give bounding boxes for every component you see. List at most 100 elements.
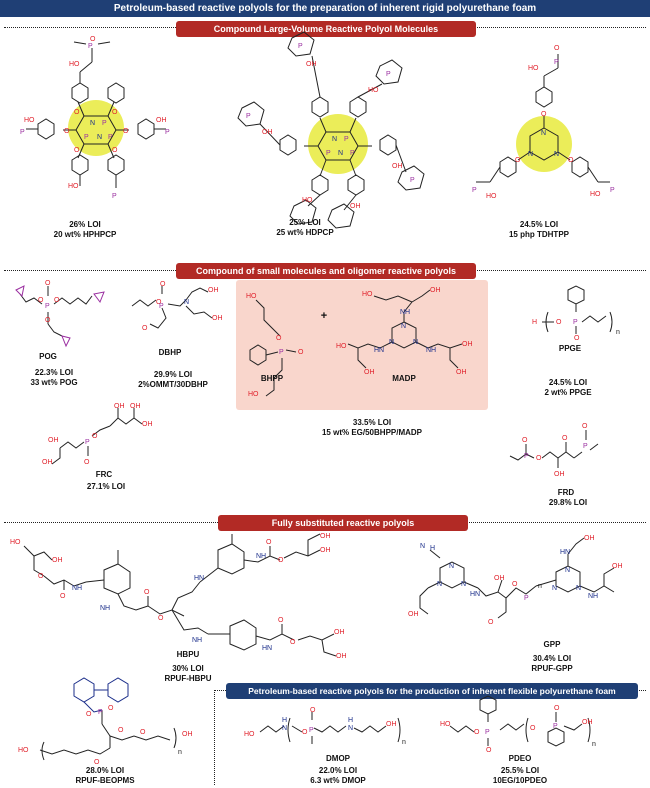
svg-text:N: N bbox=[576, 585, 581, 592]
svg-text:OH: OH bbox=[584, 535, 595, 542]
dmop-loi: 22.0% LOI bbox=[318, 766, 358, 775]
svg-text:O: O bbox=[278, 617, 284, 624]
gpp-loi: 30.4% LOI bbox=[532, 654, 572, 663]
svg-text:O: O bbox=[118, 727, 124, 734]
svg-text:HN: HN bbox=[374, 347, 384, 354]
svg-text:O: O bbox=[515, 157, 521, 164]
frc-name: FRC bbox=[95, 470, 113, 479]
dbhp-load: 2%OMMT/30DBHP bbox=[138, 380, 208, 389]
divider-vertical bbox=[214, 690, 215, 785]
svg-text:N: N bbox=[461, 581, 466, 588]
svg-text:HO: HO bbox=[590, 191, 601, 198]
pdeo-loi: 25.5% LOI bbox=[500, 766, 540, 775]
svg-text:n: n bbox=[616, 329, 620, 336]
svg-text:P: P bbox=[386, 71, 391, 78]
svg-text:O: O bbox=[290, 639, 296, 646]
beopms-caption: 28.0% LOI RPUF-BEOPMS bbox=[60, 766, 150, 786]
dmop-structure: HOH NO PO HN OHn bbox=[244, 707, 406, 746]
svg-text:OH: OH bbox=[52, 557, 63, 564]
svg-text:N: N bbox=[338, 150, 343, 157]
svg-text:P: P bbox=[102, 120, 107, 127]
ppge-caption: 24.5% LOI 2 wt% PPGE bbox=[528, 378, 608, 398]
svg-text:O: O bbox=[582, 423, 588, 430]
svg-text:HO: HO bbox=[336, 343, 347, 350]
section-label-flexible-foam: Petroleum-based reactive polyols for the… bbox=[226, 683, 638, 699]
pdeo-caption: 25.5% LOI 10EG/10PDEO bbox=[480, 766, 560, 786]
svg-text:OH: OH bbox=[494, 575, 505, 582]
svg-text:P: P bbox=[98, 709, 103, 716]
ppge-loi: 24.5% LOI bbox=[548, 378, 588, 387]
svg-text:P: P bbox=[553, 723, 558, 730]
svg-text:N: N bbox=[554, 151, 559, 158]
svg-text:O: O bbox=[45, 317, 51, 324]
svg-text:O: O bbox=[45, 280, 51, 287]
svg-text:O: O bbox=[94, 759, 100, 766]
svg-text:O: O bbox=[140, 729, 146, 736]
svg-text:O: O bbox=[298, 349, 304, 356]
madp-name: MADP bbox=[392, 374, 416, 383]
svg-text:HO: HO bbox=[440, 721, 451, 728]
dmop-load: 6.3 wt% DMOP bbox=[310, 776, 366, 785]
svg-text:P: P bbox=[583, 443, 588, 450]
svg-text:HO: HO bbox=[528, 65, 539, 72]
svg-text:O: O bbox=[554, 45, 560, 52]
svg-text:n: n bbox=[402, 739, 406, 746]
svg-text:OH: OH bbox=[48, 437, 59, 444]
svg-text:H: H bbox=[282, 717, 287, 724]
svg-text:P: P bbox=[350, 150, 355, 157]
svg-text:N: N bbox=[184, 299, 189, 306]
svg-text:HO: HO bbox=[10, 539, 21, 546]
svg-text:P: P bbox=[524, 595, 529, 602]
svg-text:P: P bbox=[108, 134, 113, 141]
svg-text:P: P bbox=[344, 136, 349, 143]
svg-text:OH: OH bbox=[156, 117, 167, 124]
svg-text:O: O bbox=[574, 335, 580, 342]
svg-text:HO: HO bbox=[69, 61, 80, 68]
svg-text:O: O bbox=[92, 433, 98, 440]
svg-text:N: N bbox=[401, 323, 406, 330]
svg-text:O: O bbox=[156, 299, 162, 306]
beopms-load: RPUF-BEOPMS bbox=[75, 776, 135, 785]
frd-caption: 29.8% LOI bbox=[548, 498, 588, 507]
ppge-name: PPGE bbox=[558, 344, 582, 353]
svg-text:P: P bbox=[326, 150, 331, 157]
svg-text:OH: OH bbox=[456, 369, 467, 376]
svg-text:N: N bbox=[332, 136, 337, 143]
dbhp-structure: OP OO NOH OH bbox=[131, 281, 223, 332]
main-title-banner: Petroleum-based reactive polyols for the… bbox=[0, 0, 650, 17]
svg-text:HO: HO bbox=[244, 731, 255, 738]
pdeo-name: PDEO bbox=[508, 754, 532, 763]
hbpu-name: HBPU bbox=[176, 650, 200, 659]
svg-text:N: N bbox=[420, 543, 425, 550]
hbpu-caption: 30% LOI RPUF-HBPU bbox=[148, 664, 228, 684]
svg-text:OH: OH bbox=[612, 563, 623, 570]
svg-text:N: N bbox=[389, 339, 394, 346]
svg-text:P: P bbox=[246, 113, 251, 120]
svg-text:OH: OH bbox=[334, 629, 345, 636]
svg-text:OH: OH bbox=[392, 163, 403, 170]
svg-text:HO: HO bbox=[248, 391, 259, 398]
svg-text:O: O bbox=[64, 128, 70, 135]
pog-loi: 22.3% LOI bbox=[34, 368, 74, 377]
svg-text:N: N bbox=[565, 567, 570, 574]
svg-text:N: N bbox=[282, 725, 287, 732]
svg-text:OH: OH bbox=[462, 341, 473, 348]
svg-text:O: O bbox=[74, 147, 80, 154]
svg-text:P: P bbox=[472, 187, 477, 194]
svg-text:P: P bbox=[485, 729, 490, 736]
svg-text:OH: OH bbox=[554, 471, 565, 478]
svg-text:OH: OH bbox=[350, 203, 361, 210]
bhpp-name: BHPP bbox=[260, 374, 284, 383]
pog-caption: 22.3% LOI 33 wt% POG bbox=[14, 368, 94, 388]
tdhtpp-load: 15 php TDHTPP bbox=[508, 230, 569, 239]
svg-text:O: O bbox=[90, 36, 96, 43]
svg-text:O: O bbox=[310, 707, 316, 714]
